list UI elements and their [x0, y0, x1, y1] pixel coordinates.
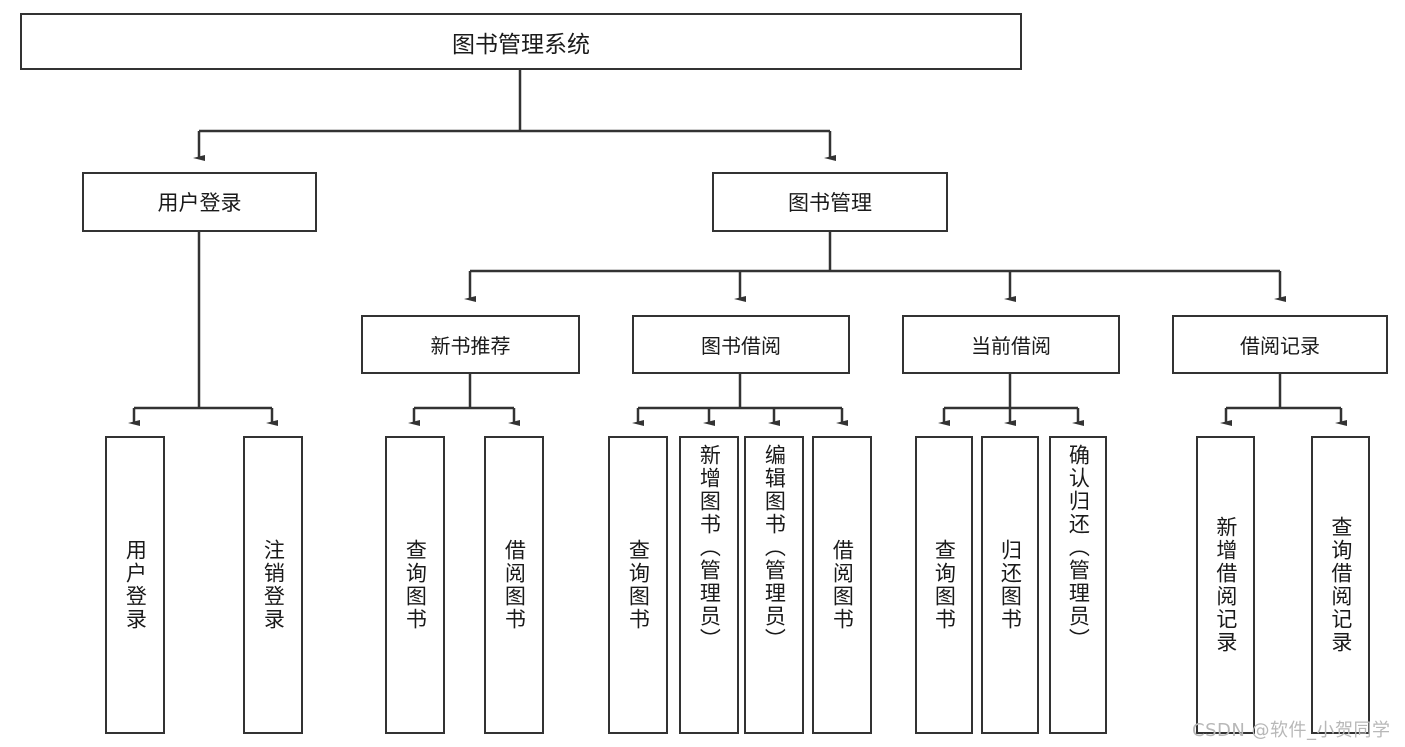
leaf-borrow-book-new[interactable]: 借阅图书 [484, 436, 544, 734]
leaf-confirm-return-admin[interactable]: 确认归还（管理员） [1049, 436, 1107, 734]
node-borrow-record[interactable]: 借阅记录 [1172, 315, 1388, 374]
node-current-borrow[interactable]: 当前借阅 [902, 315, 1120, 374]
csdn-watermark: CSDN @软件_小贺同学 [1192, 720, 1391, 741]
node-label: 编辑图书（管理员） [762, 444, 787, 651]
leaf-user-login[interactable]: 用户登录 [105, 436, 165, 734]
node-label: 归还图书 [998, 539, 1023, 631]
leaf-borrow-book[interactable]: 借阅图书 [812, 436, 872, 734]
node-label: 图书借阅 [701, 334, 781, 358]
node-label: 新书推荐 [430, 334, 511, 358]
leaf-add-book-admin[interactable]: 新增图书（管理员） [679, 436, 739, 734]
node-label: 图书管理 [788, 191, 872, 215]
node-user-login[interactable]: 用户登录 [82, 172, 317, 232]
leaf-query-book-new[interactable]: 查询图书 [385, 436, 445, 734]
node-label: 用户登录 [157, 191, 242, 215]
node-label: 确认归还（管理员） [1066, 444, 1091, 651]
node-label: 借阅图书 [502, 539, 527, 631]
node-label: 查询图书 [932, 539, 957, 631]
node-label: 用户登录 [123, 539, 148, 631]
leaf-query-book-current[interactable]: 查询图书 [915, 436, 973, 734]
leaf-query-borrow-record[interactable]: 查询借阅记录 [1311, 436, 1370, 734]
node-label: 图书管理系统 [452, 31, 590, 58]
leaf-query-book-borrow[interactable]: 查询图书 [608, 436, 668, 734]
leaf-edit-book-admin[interactable]: 编辑图书（管理员） [744, 436, 804, 734]
node-label: 借阅图书 [830, 539, 855, 631]
node-label: 新增借阅记录 [1213, 516, 1238, 654]
leaf-add-borrow-record[interactable]: 新增借阅记录 [1196, 436, 1255, 734]
node-label: 查询图书 [403, 539, 428, 631]
node-root-system[interactable]: 图书管理系统 [20, 13, 1022, 70]
node-book-management[interactable]: 图书管理 [712, 172, 948, 232]
node-label: 查询图书 [626, 539, 651, 631]
node-label: 注销登录 [261, 539, 286, 631]
leaf-return-book[interactable]: 归还图书 [981, 436, 1039, 734]
leaf-logout[interactable]: 注销登录 [243, 436, 303, 734]
node-label: 当前借阅 [971, 334, 1051, 358]
node-new-book-recommend[interactable]: 新书推荐 [361, 315, 580, 374]
node-label: 查询借阅记录 [1328, 516, 1353, 654]
node-label: 新增图书（管理员） [697, 444, 722, 651]
node-label: 借阅记录 [1240, 334, 1320, 358]
node-book-borrow[interactable]: 图书借阅 [632, 315, 850, 374]
